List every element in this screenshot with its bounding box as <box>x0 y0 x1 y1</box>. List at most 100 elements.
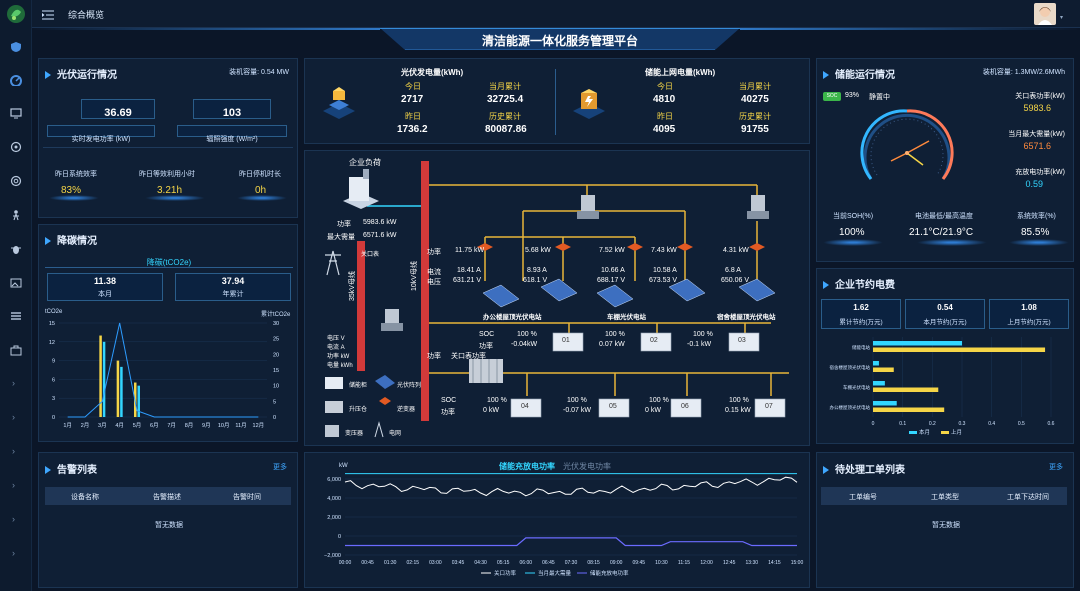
gw-power-label: 关口表功率 <box>451 353 486 360</box>
load-building-icon <box>343 169 379 209</box>
storage-power: -0.07 kW <box>563 407 592 414</box>
x-tick-label: 01:30 <box>384 560 397 566</box>
shield-icon[interactable] <box>10 40 22 58</box>
chevron-right-icon[interactable]: › <box>12 514 15 524</box>
pv-month-label: 当月累计 <box>489 82 521 91</box>
divider <box>45 267 293 268</box>
banner-line-right <box>740 28 1080 30</box>
monitor-icon[interactable] <box>10 106 22 124</box>
pv-eff-value: 83% <box>61 185 82 196</box>
saving-month-box: 0.54 本月节约(万元) <box>905 299 985 329</box>
demand-label: 当月最大需量(kW) <box>1008 131 1065 138</box>
st-month-label: 当月累计 <box>739 82 771 91</box>
dashboard-icon[interactable] <box>10 73 22 91</box>
storage-power: 0 kW <box>645 407 661 414</box>
legend-swatch <box>909 431 917 434</box>
chevron-down-icon[interactable]: ▾ <box>1060 15 1064 21</box>
user-run-icon[interactable] <box>10 208 22 226</box>
breadcrumb[interactable]: 综合概览 <box>68 10 105 20</box>
sys-eff-value: 85.5% <box>1021 227 1050 238</box>
tab-storage-power[interactable]: 储能充放电功率 <box>499 462 555 471</box>
col-header: 工单下达时间 <box>1007 494 1049 501</box>
storage-station-icon <box>569 83 609 123</box>
storage-state: 静置中 <box>869 94 890 101</box>
bar-this-month <box>873 361 879 366</box>
briefcase-icon[interactable] <box>10 343 22 361</box>
carbon-subtitle: 降碳(tCO2e) <box>146 258 192 267</box>
y-tick-label: −2,000 <box>324 553 341 559</box>
alarm-empty: 暂无数据 <box>155 522 183 529</box>
x-tick-label: 9月 <box>202 422 211 429</box>
carbon-left-unit: tCO2e <box>45 309 63 315</box>
power-unit: kW <box>339 463 348 469</box>
chevron-right-icon[interactable]: › <box>12 548 15 558</box>
legend-voltage: 电压 V <box>327 336 345 342</box>
x-tick-label: 13:30 <box>746 560 759 566</box>
target-icon[interactable] <box>10 140 22 158</box>
chevron-right-icon[interactable]: › <box>12 378 15 388</box>
y-tick-label: 12 <box>49 340 55 346</box>
glow-base <box>49 195 99 201</box>
list-icon[interactable] <box>10 309 22 327</box>
x-tick-label: 15:00 <box>791 560 804 566</box>
storage-id: 02 <box>650 337 658 344</box>
pv-irradiance-value: 103 <box>222 107 242 119</box>
avatar[interactable] <box>1034 3 1056 25</box>
energy-summary-panel: 光伏发电量(kWh) 今日 当月累计 2717 32725.4 昨日 历史累计 … <box>304 58 810 144</box>
pv-realtime-value: 36.69 <box>104 107 132 119</box>
bug-icon[interactable] <box>10 242 22 260</box>
chevron-right-icon[interactable]: › <box>12 480 15 490</box>
x-tick-label: 0 <box>872 421 875 427</box>
load-demand-label: 最大需量 <box>327 234 355 241</box>
storage-power-label: 功率 <box>441 409 455 416</box>
col-header: 工单编号 <box>849 494 877 501</box>
category-label: 办公楼屋顶光伏电站 <box>830 404 871 411</box>
series-gateway <box>344 476 798 497</box>
category-label: 宿舍楼屋顶光伏电站 <box>830 364 871 371</box>
bar-last-month <box>873 347 1046 352</box>
pv-realtime-box: 36.69 <box>81 99 155 119</box>
carbon-year-box: 37.94 年累计 <box>175 273 291 301</box>
wiring-diagram <box>325 161 789 438</box>
storage-power: 0 kW <box>483 407 499 414</box>
pv-irradiance-label: 辐照强度 (W/m²) <box>206 136 258 143</box>
legend-energy: 电量 kWh <box>327 363 353 369</box>
x-tick-label: 03:00 <box>429 560 442 566</box>
load-demand-value: 6571.6 kW <box>363 232 397 239</box>
carbon-right-unit: 累计tCO2e <box>261 312 291 318</box>
tab-pv-power[interactable]: 光伏发电功率 <box>563 462 611 471</box>
x-tick-label: 6月 <box>150 422 159 429</box>
x-tick-label: 7月 <box>167 422 176 429</box>
demand-value: 6571.6 <box>1023 141 1051 151</box>
st-history-label: 历史累计 <box>739 112 771 121</box>
pv-irradiance-label-box: 辐照强度 (W/m²) <box>177 125 287 143</box>
storage-soc: 100 % <box>605 331 625 338</box>
station-label: 办公楼屋顶光伏电站 <box>483 314 542 321</box>
image-icon[interactable] <box>10 276 22 294</box>
category-label: 车棚光伏电站 <box>843 384 870 391</box>
workorder-more-link[interactable]: 更多 <box>1049 464 1063 471</box>
bar-cyan <box>102 341 106 417</box>
load-power-label: 功率 <box>337 221 351 228</box>
alarm-panel: 告警列表 更多 设备名称 告警描述 告警时间 暂无数据 <box>38 452 298 588</box>
pv-hours-value: 3.21h <box>157 185 183 196</box>
carbon-panel-title: 降碳情况 <box>45 232 97 247</box>
chevron-right-icon[interactable]: › <box>12 412 15 422</box>
gw-power-label: 关口表功率(kW) <box>1015 93 1065 100</box>
settings-icon[interactable] <box>10 174 22 192</box>
temp-label: 电池最低/最高温度 <box>915 213 973 220</box>
workorder-panel: 待处理工单列表 更多 工单编号 工单类型 工单下达时间 暂无数据 <box>816 452 1074 588</box>
soc-gauge <box>860 109 954 180</box>
alarm-more-link[interactable]: 更多 <box>273 464 287 471</box>
pv-unit-power: 5.68 kW <box>525 247 551 254</box>
chevron-right-icon[interactable]: › <box>12 446 15 456</box>
x-tick-label: 09:00 <box>610 560 623 566</box>
transformer-icon <box>381 309 403 331</box>
soc-battery-icon: SOC <box>823 92 841 101</box>
pv-voltage-label: 电压 <box>427 279 441 286</box>
workorder-empty: 暂无数据 <box>932 522 960 529</box>
menu-toggle-icon[interactable] <box>42 8 54 26</box>
st-energy-title: 储能上网电量(kWh) <box>645 68 716 77</box>
col-header: 告警时间 <box>233 494 261 501</box>
